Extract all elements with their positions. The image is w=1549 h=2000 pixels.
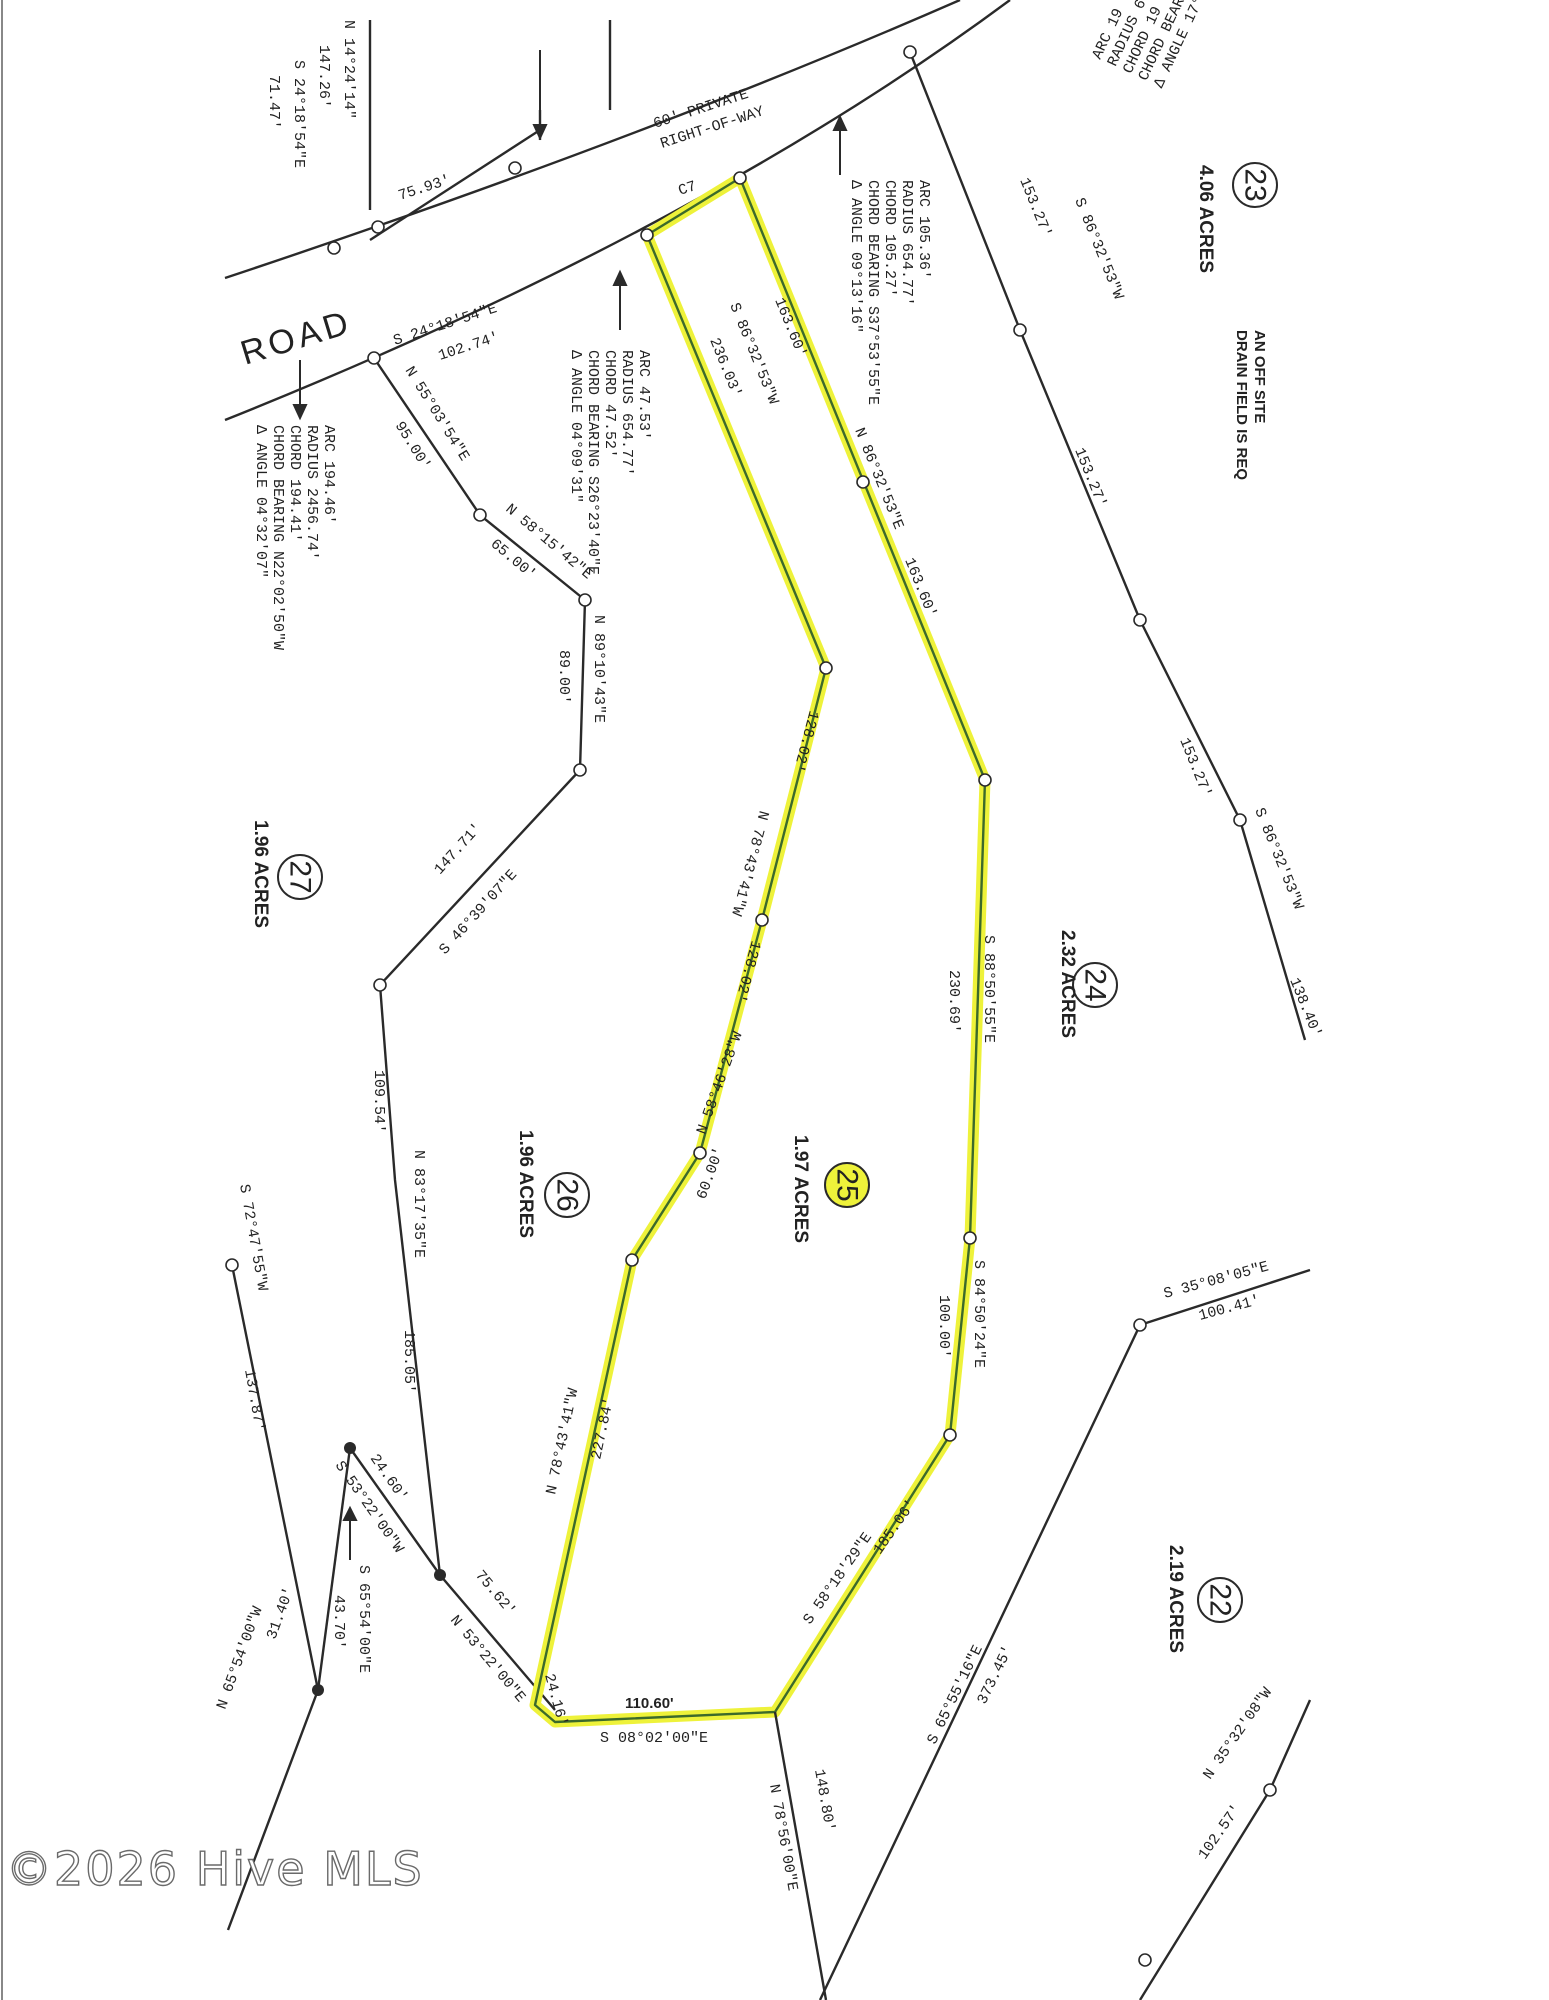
- svg-text:S 08°02'00"E: S 08°02'00"E: [600, 1730, 708, 1747]
- svg-text:128.02': 128.02': [731, 939, 764, 1004]
- svg-text:ARC 194.46': ARC 194.46': [320, 425, 337, 524]
- svg-text:S 84°50'24"E: S 84°50'24"E: [970, 1260, 987, 1368]
- top-left-fragments: [327, 20, 612, 255]
- svg-text:147.71': 147.71': [431, 820, 486, 878]
- svg-text:CHORD BEARING N22°02'50"W: CHORD BEARING N22°02'50"W: [269, 425, 286, 650]
- road-edge-outer: [224, 0, 961, 280]
- svg-text:N 35°32'08"W: N 35°32'08"W: [1200, 1685, 1276, 1783]
- svg-text:Δ ANGLE 04°32'07": Δ ANGLE 04°32'07": [252, 425, 269, 578]
- svg-text:N 83°17'35"E: N 83°17'35"E: [410, 1150, 427, 1258]
- svg-text:N 78°43'41"W: N 78°43'41"W: [543, 1387, 582, 1496]
- svg-text:185.05': 185.05': [400, 1330, 417, 1393]
- svg-text:N 65°54'00"W: N 65°54'00"W: [214, 1604, 267, 1711]
- svg-text:75.62': 75.62': [471, 1567, 519, 1619]
- svg-text:26: 26: [551, 1178, 584, 1211]
- lot-26-label: 26 1.96 ACRES: [515, 1130, 590, 1238]
- svg-text:CHORD 47.52': CHORD 47.52': [601, 350, 618, 458]
- svg-text:CHORD BEARING S26°23'40"E: CHORD BEARING S26°23'40"E: [584, 350, 601, 575]
- svg-text:25: 25: [831, 1168, 864, 1201]
- svg-text:Δ ANGLE 04°09'31": Δ ANGLE 04°09'31": [567, 350, 584, 503]
- svg-text:102.74': 102.74': [436, 329, 501, 365]
- svg-text:S 86°32'53"W: S 86°32'53"W: [1250, 806, 1306, 913]
- road-edge-inner: [224, 0, 1011, 422]
- svg-text:138.40': 138.40': [1285, 976, 1324, 1041]
- svg-text:128.02': 128.02': [789, 709, 822, 774]
- svg-text:ARC 105.36': ARC 105.36': [915, 180, 932, 279]
- svg-text:147.26': 147.26': [315, 45, 332, 108]
- svg-text:AN OFF SITE: AN OFF SITE: [1251, 330, 1268, 423]
- svg-text:89.00': 89.00': [555, 650, 572, 704]
- curve-table-lot26: ARC 47.53' RADIUS 654.77' CHORD 47.52' C…: [567, 350, 652, 575]
- svg-text:153.27': 153.27': [1175, 736, 1214, 801]
- svg-text:27: 27: [284, 860, 317, 893]
- svg-text:23: 23: [1239, 168, 1272, 201]
- svg-text:24: 24: [1079, 968, 1112, 1001]
- svg-text:185.06': 185.06': [870, 1496, 920, 1557]
- watermark: ©2026 Hive MLS: [6, 1842, 424, 1896]
- svg-text:71.47': 71.47': [265, 75, 282, 129]
- road-name: ROAD: [236, 303, 356, 373]
- svg-text:2.32 ACRES: 2.32 ACRES: [1057, 930, 1078, 1038]
- svg-text:S 88°50'55"E: S 88°50'55"E: [980, 935, 997, 1043]
- svg-text:CHORD 105.27': CHORD 105.27': [881, 180, 898, 297]
- svg-text:31.40': 31.40': [264, 1585, 298, 1642]
- svg-text:S 65°54'00"E: S 65°54'00"E: [355, 1565, 372, 1673]
- svg-text:Δ ANGLE 09°13'16": Δ ANGLE 09°13'16": [847, 180, 864, 333]
- drainfield-note: AN OFF SITE DRAIN FIELD IS REQ: [1233, 330, 1268, 480]
- svg-text:RADIUS 654.77': RADIUS 654.77': [618, 350, 635, 476]
- lot-23-label: 23 4.06 ACRES: [1195, 162, 1278, 273]
- curve-arrows: [292, 50, 848, 1560]
- svg-text:1.97 ACRES: 1.97 ACRES: [790, 1135, 811, 1243]
- svg-text:CHORD 194.41': CHORD 194.41': [286, 425, 303, 542]
- svg-text:RADIUS 654.77': RADIUS 654.77': [898, 180, 915, 306]
- svg-text:75.93': 75.93': [396, 172, 453, 205]
- svg-text:S 86°32'53"W: S 86°32'53"W: [1070, 196, 1126, 303]
- svg-text:4.06 ACRES: 4.06 ACRES: [1195, 165, 1216, 273]
- lot22-boundary: [818, 1268, 1311, 2000]
- lot-27-label: 27 1.96 ACRES: [250, 820, 323, 928]
- svg-text:S 24°18'54"E: S 24°18'54"E: [290, 60, 307, 168]
- svg-text:1.96 ACRES: 1.96 ACRES: [515, 1130, 536, 1238]
- svg-text:153.27': 153.27': [1015, 176, 1054, 241]
- course-labels: S 24°18'54"E 102.74' N 55°03'54"E 95.00'…: [214, 20, 1325, 1892]
- lot-24-label: 24 2.32 ACRES: [1057, 930, 1118, 1038]
- svg-text:137.87': 137.87': [240, 1368, 268, 1433]
- lot-22-label: 22 2.19 ACRES: [1165, 1545, 1243, 1653]
- svg-text:RADIUS 2456.74': RADIUS 2456.74': [303, 425, 320, 560]
- svg-text:153.27': 153.27': [1070, 446, 1109, 511]
- svg-text:102.57': 102.57': [1195, 1801, 1245, 1862]
- svg-text:N 14°24'14": N 14°24'14": [340, 20, 357, 119]
- svg-text:N 89°10'43"E: N 89°10'43"E: [590, 615, 607, 723]
- svg-text:DRAIN FIELD IS REQ: DRAIN FIELD IS REQ: [1233, 330, 1250, 480]
- curve-table-lot23: ARC 19 RADIUS 6 CHORD 19 CHORD BEARING Δ…: [1089, 0, 1212, 91]
- svg-text:N 78°56'00"E: N 78°56'00"E: [765, 1783, 801, 1892]
- svg-text:95.00': 95.00': [391, 419, 434, 474]
- curve-table-lot27: ARC 194.46' RADIUS 2456.74' CHORD 194.41…: [252, 425, 337, 650]
- curve-table-lot24: ARC 105.36' RADIUS 654.77' CHORD 105.27'…: [847, 180, 932, 405]
- svg-text:110.60': 110.60': [625, 1695, 674, 1712]
- svg-text:N 58°46'28"W: N 58°46'28"W: [694, 1029, 747, 1136]
- lower-left-fragments: [225, 1258, 556, 1931]
- svg-text:2.19 ACRES: 2.19 ACRES: [1165, 1545, 1186, 1653]
- curve-c7-label: C7: [676, 178, 698, 200]
- lot-25-label[interactable]: 25 1.97 ACRES: [790, 1135, 870, 1243]
- svg-text:43.70': 43.70': [330, 1595, 347, 1649]
- svg-text:230.69': 230.69': [945, 970, 962, 1033]
- svg-text:S 72°47'55"W: S 72°47'55"W: [235, 1183, 271, 1292]
- svg-text:CHORD BEARING S37°53'55"E: CHORD BEARING S37°53'55"E: [864, 180, 881, 405]
- svg-text:1.96 ACRES: 1.96 ACRES: [250, 820, 271, 928]
- svg-text:100.00': 100.00': [935, 1295, 952, 1358]
- svg-text:109.54': 109.54': [370, 1070, 387, 1133]
- svg-text:22: 22: [1204, 1583, 1237, 1616]
- svg-text:148.80': 148.80': [810, 1768, 838, 1833]
- lot21-boundary: [773, 1711, 828, 2000]
- svg-text:N 53°22'00"E: N 53°22'00"E: [446, 1612, 528, 1706]
- svg-text:ARC 47.53': ARC 47.53': [635, 350, 652, 440]
